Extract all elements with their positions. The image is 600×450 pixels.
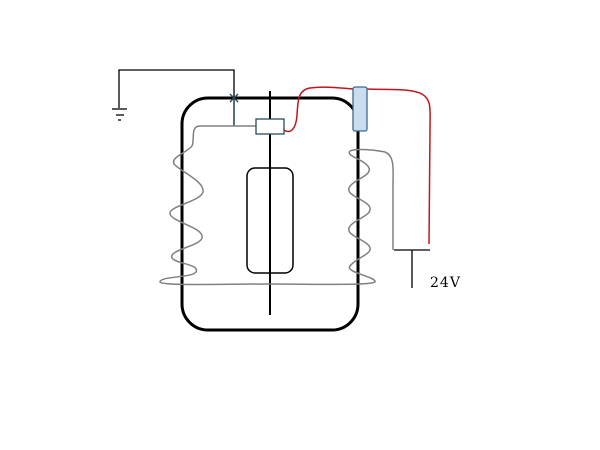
voltage-label: 24V	[430, 275, 461, 291]
left-coil	[159, 125, 394, 286]
wall-terminal	[352, 86, 368, 132]
rod-connector	[255, 118, 285, 135]
hot-wire	[283, 86, 431, 245]
ground-symbol-icon	[112, 108, 127, 121]
